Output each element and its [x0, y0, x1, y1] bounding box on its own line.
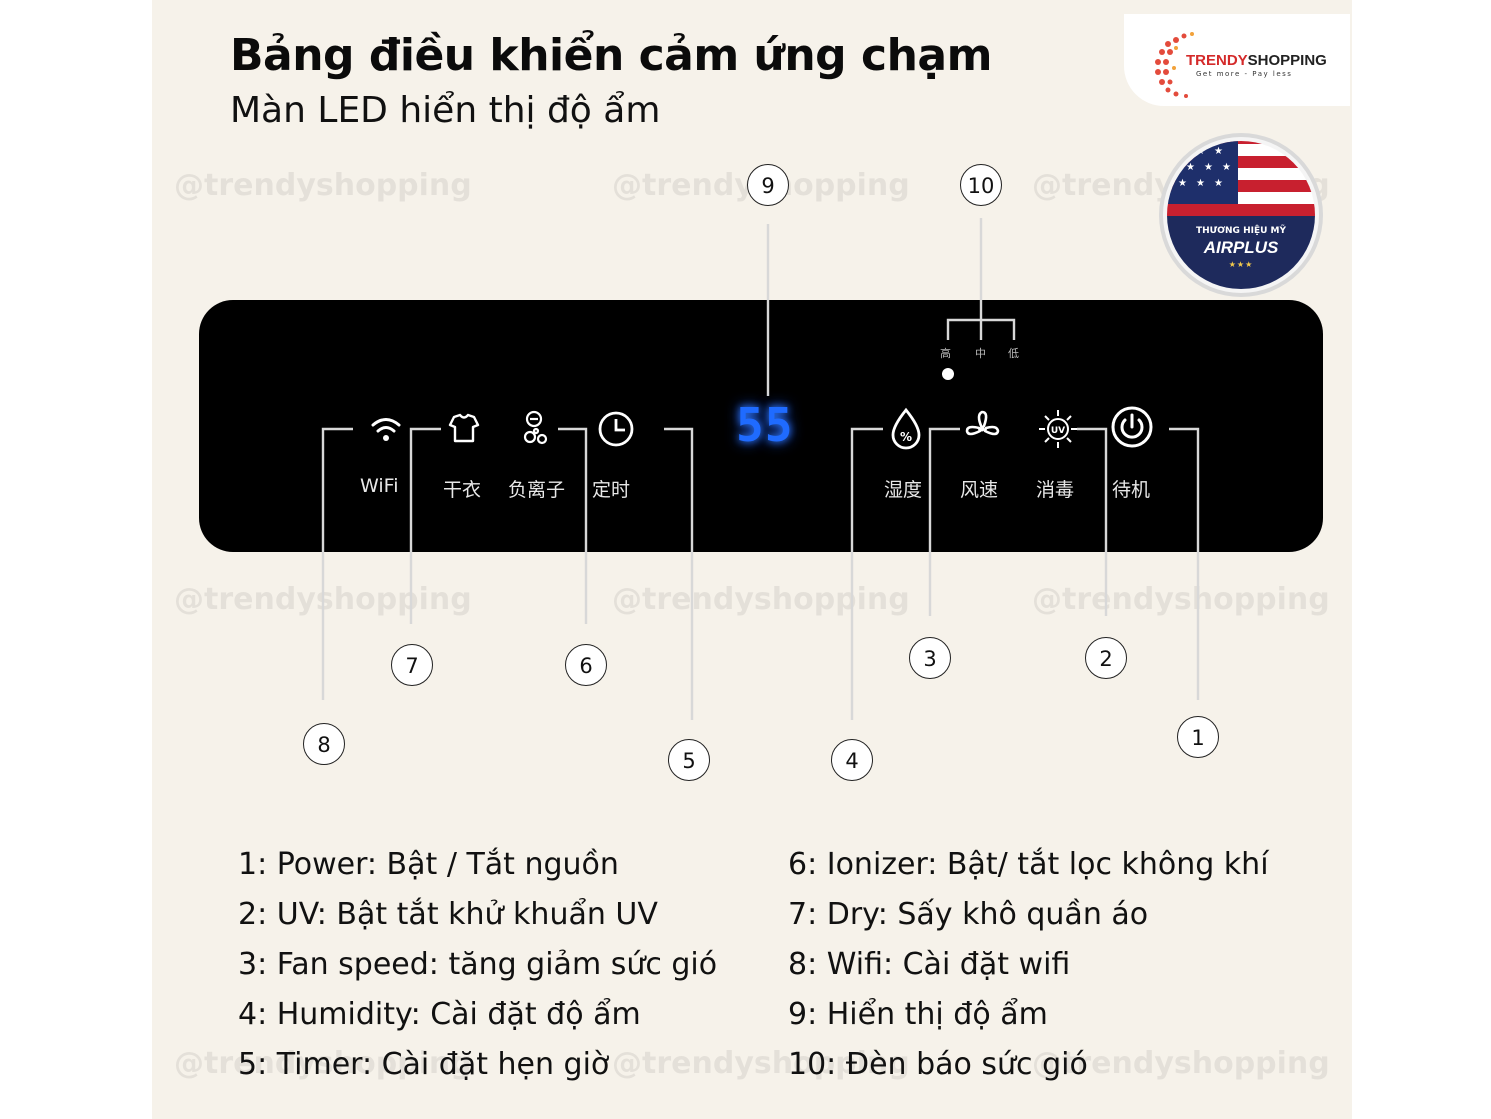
svg-text:UV: UV: [1051, 426, 1065, 436]
badge-brand: AIRPLUS: [1203, 238, 1279, 257]
watermark: @trendyshopping: [174, 1046, 472, 1081]
logo-wordmark: TRENDYSHOPPING: [1186, 52, 1327, 69]
callout-1: 1: [1177, 716, 1219, 758]
dry-button[interactable]: 干衣: [440, 405, 488, 505]
humidity-led-display: 55: [736, 398, 794, 452]
watermark: @trendyshopping: [612, 582, 910, 617]
watermark: @trendyshopping: [174, 168, 472, 203]
ionizer-label: 负离子: [508, 479, 566, 501]
power-label: 待机: [1112, 479, 1151, 501]
humidity-label: 湿度: [884, 479, 923, 501]
fan-level-high: 高: [940, 347, 951, 360]
wifi-button[interactable]: WiFi: [360, 405, 414, 505]
us-flag-badge-icon: ★★★ ★★★ ★★★: [1159, 133, 1323, 297]
callout-7: 7: [391, 644, 433, 686]
fan-speed-button[interactable]: 风速: [958, 405, 1006, 505]
callout-5: 5: [668, 739, 710, 781]
svg-text:★: ★: [1178, 178, 1187, 189]
legend-item-4: 4: Humidity: Cài đặt độ ẩm: [238, 997, 641, 1032]
legend-item-1: 1: Power: Bật / Tắt nguồn: [238, 847, 619, 882]
svg-text:★: ★: [1186, 162, 1195, 173]
page-title: Bảng điều khiển cảm ứng chạm: [230, 30, 992, 81]
legend-item-3: 3: Fan speed: tăng giảm sức gió: [238, 947, 718, 982]
wifi-icon: [371, 418, 401, 441]
ionizer-icon: [523, 410, 548, 445]
callout-8: 8: [303, 723, 345, 765]
humidity-button[interactable]: % 湿度: [882, 405, 930, 505]
fan-icon: [965, 410, 1000, 436]
callout-3: 3: [909, 637, 951, 679]
callout-2: 2: [1085, 637, 1127, 679]
watermark: @trendyshopping: [612, 1046, 910, 1081]
trendyshopping-logo: TRENDYSHOPPING Get more - Pay less: [1124, 14, 1350, 106]
wifi-label: WiFi: [360, 475, 399, 497]
badge-line1: THƯƠNG HIỆU MỸ: [1195, 226, 1287, 236]
power-button[interactable]: 待机: [1108, 405, 1156, 505]
timer-button[interactable]: 定时: [592, 405, 640, 505]
callout-10: 10: [960, 164, 1002, 206]
uv-button[interactable]: UV 消毒: [1034, 405, 1082, 505]
uv-icon: UV: [1039, 410, 1077, 448]
timer-label: 定时: [592, 479, 631, 501]
svg-text:★: ★: [1222, 162, 1231, 173]
legend-item-8: 8: Wifi: Cài đặt wifi: [788, 947, 1071, 982]
callout-4: 4: [831, 739, 873, 781]
humidity-drop-icon: %: [891, 407, 921, 450]
svg-text:★: ★: [1214, 178, 1223, 189]
legend-item-10: 10: Đèn báo sức gió: [788, 1047, 1088, 1082]
legend-item-7: 7: Dry: Sấy khô quần áo: [788, 897, 1149, 932]
page-subtitle: Màn LED hiển thị độ ẩm: [230, 90, 661, 131]
fan-level-low: 低: [1008, 347, 1019, 360]
callout-6: 6: [565, 644, 607, 686]
dry-label: 干衣: [443, 479, 482, 501]
legend-item-9: 9: Hiển thị độ ẩm: [788, 997, 1048, 1032]
airplus-usa-badge: ★★★ ★★★ ★★★ THƯƠNG HIỆU MỸ AIRPLUS ★★★: [1158, 132, 1324, 298]
svg-text:★: ★: [1214, 146, 1223, 157]
watermark: @trendyshopping: [1032, 582, 1330, 617]
power-icon: [1111, 406, 1153, 448]
clock-icon: [598, 411, 634, 447]
fan-level-dot-icon: [942, 368, 954, 380]
svg-text:★: ★: [1204, 162, 1213, 173]
legend-item-6: 6: Ionizer: Bật/ tắt lọc không khí: [788, 847, 1269, 882]
svg-text:★: ★: [1196, 178, 1205, 189]
uv-label: 消毒: [1036, 479, 1075, 501]
legend-item-2: 2: UV: Bật tắt khử khuẩn UV: [238, 897, 658, 932]
fan-level-mid: 中: [975, 347, 986, 360]
ionizer-button[interactable]: 负离子: [508, 405, 572, 505]
logo-dots-icon: [1155, 32, 1194, 98]
legend-item-5: 5: Timer: Cài đặt hẹn giờ: [238, 1047, 610, 1082]
callout-9: 9: [747, 164, 789, 206]
shirt-icon: [448, 413, 480, 443]
logo-tagline: Get more - Pay less: [1196, 70, 1293, 78]
watermark: @trendyshopping: [1032, 1046, 1330, 1081]
svg-text:%: %: [900, 430, 912, 444]
badge-stars: ★★★: [1228, 260, 1254, 269]
fan-speed-label: 风速: [960, 479, 999, 501]
